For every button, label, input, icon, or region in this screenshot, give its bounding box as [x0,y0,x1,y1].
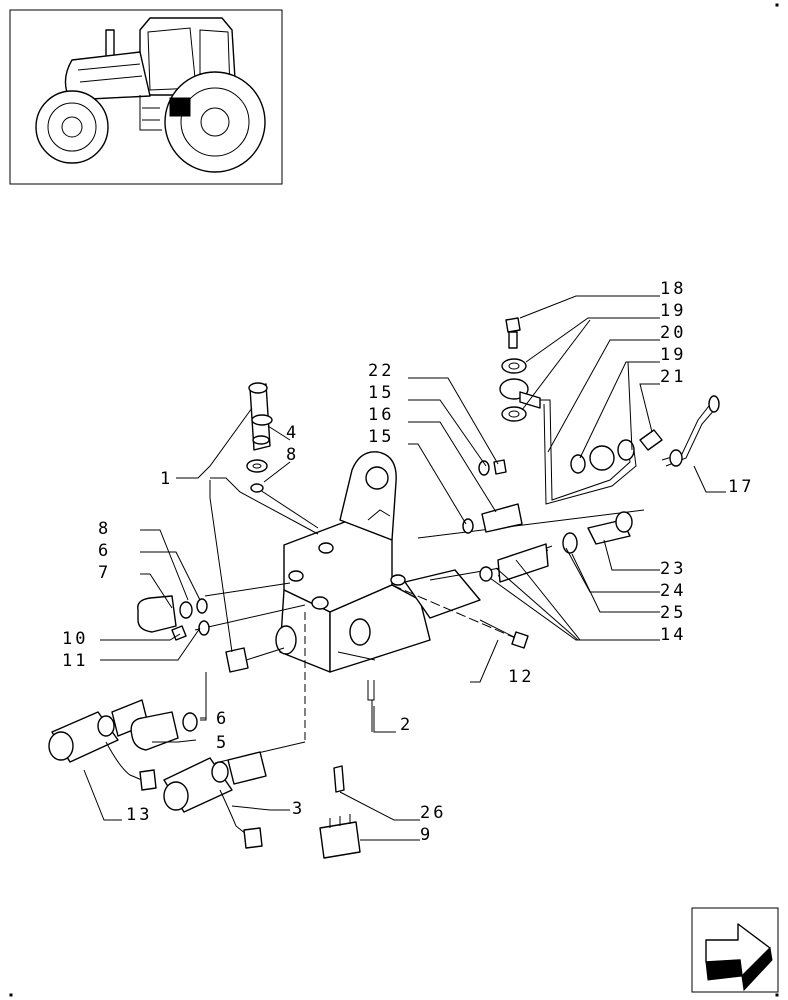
callout-labels: 18 19 20 19 21 17 22 15 16 15 4 8 1 8 6 … [62,279,754,845]
left-lower-parts [137,595,375,732]
left-stem-parts [246,382,273,493]
callout-3: 3 [292,799,305,819]
callout-19: 19 [660,345,686,365]
callout-4: 4 [286,423,299,443]
next-page-arrow-icon[interactable] [691,907,779,993]
callout-19-top: 19 [660,301,686,321]
callout-1: 1 [160,469,173,489]
top-fittings [499,317,720,505]
callout-8-top: 8 [286,445,299,465]
callout-22: 22 [368,361,394,381]
callout-5: 5 [216,733,229,753]
corner-marks [9,3,779,997]
pressure-switch-5 [130,711,198,751]
spring-assembly [462,459,633,649]
valve-body [275,451,481,673]
callout-6-top: 6 [98,541,111,561]
callout-14: 14 [660,625,686,645]
solenoid-3 [163,751,267,849]
thumbnail-frame [9,9,283,185]
callout-15-top: 15 [368,383,394,403]
callout-25: 25 [660,603,686,623]
callout-18: 18 [660,279,686,299]
callout-15: 15 [368,427,394,447]
callout-12: 12 [508,667,534,687]
solenoid-13 [48,699,157,791]
tractor-icon [35,17,266,173]
callout-21: 21 [660,367,686,387]
callout-8: 8 [98,519,111,539]
clip-and-connector [319,765,361,859]
callout-24: 24 [660,581,686,601]
callout-16: 16 [368,405,394,425]
highlight-marker [169,97,191,117]
callout-20: 20 [660,323,686,343]
tractor-thumbnail [9,9,283,185]
callout-11: 11 [62,651,88,671]
leader-lines [83,295,726,841]
callout-9: 9 [420,825,433,845]
callout-17: 17 [728,477,754,497]
callout-23: 23 [660,559,686,579]
callout-7: 7 [98,563,111,583]
callout-13: 13 [126,805,152,825]
callout-6: 6 [216,709,229,729]
callout-2: 2 [400,715,413,735]
callout-26: 26 [420,803,446,823]
callout-10: 10 [62,629,88,649]
